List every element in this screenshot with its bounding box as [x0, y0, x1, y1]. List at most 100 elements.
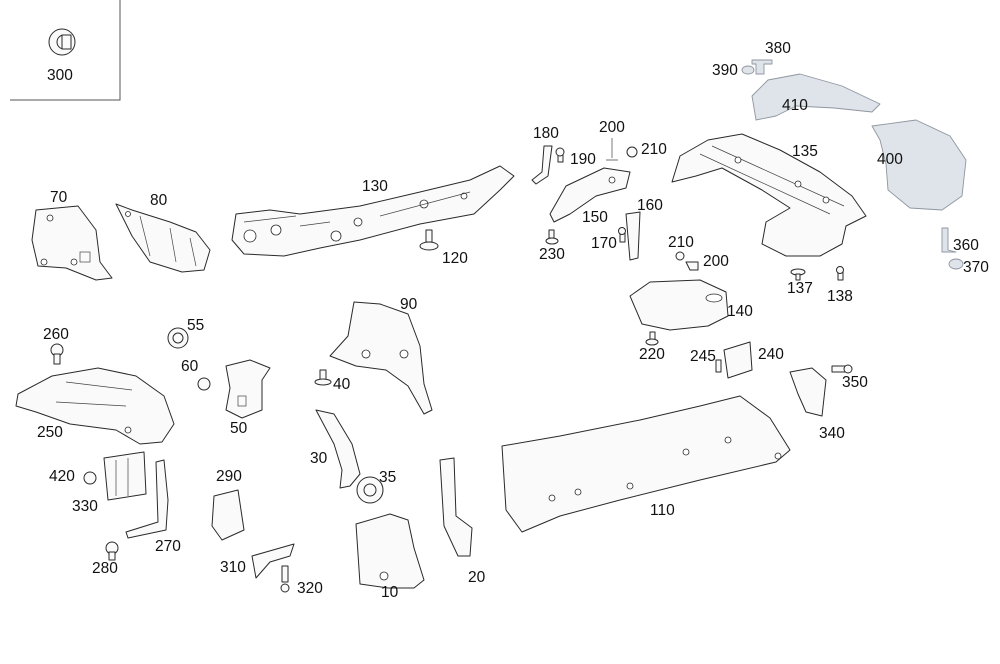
- bracket-icon[interactable]: [439, 457, 473, 557]
- label-340[interactable]: 340: [819, 425, 845, 442]
- bracket-icon[interactable]: [941, 227, 957, 253]
- label-310[interactable]: 310: [220, 559, 246, 576]
- label-130[interactable]: 130: [362, 178, 388, 195]
- bolt-icon[interactable]: [618, 227, 626, 243]
- label-370[interactable]: 370: [963, 259, 989, 276]
- bolt-icon[interactable]: [645, 331, 659, 346]
- label-150[interactable]: 150: [582, 209, 608, 226]
- bracket-icon[interactable]: [789, 367, 827, 417]
- label-160[interactable]: 160: [637, 197, 663, 214]
- bolt-icon[interactable]: [831, 364, 853, 374]
- heat-shield-panel-icon[interactable]: [501, 395, 791, 533]
- bracket-icon[interactable]: [723, 341, 753, 379]
- label-60[interactable]: 60: [181, 358, 199, 375]
- bolt-icon[interactable]: [715, 359, 722, 373]
- heat-shield-icon[interactable]: [115, 203, 211, 273]
- label-35[interactable]: 35: [379, 469, 396, 486]
- bracket-icon[interactable]: [751, 59, 773, 75]
- label-90[interactable]: 90: [400, 296, 418, 313]
- label-138[interactable]: 138: [827, 288, 853, 305]
- heat-shield-icon[interactable]: [225, 359, 271, 419]
- bracket-icon[interactable]: [606, 138, 618, 161]
- label-55[interactable]: 55: [187, 317, 204, 334]
- label-190[interactable]: 190: [570, 151, 596, 168]
- label-30[interactable]: 30: [310, 450, 328, 467]
- bolt-icon[interactable]: [280, 565, 290, 593]
- heat-shield-icon[interactable]: [211, 489, 245, 541]
- nut-icon[interactable]: [83, 471, 97, 485]
- heat-shield-icon[interactable]: [31, 205, 113, 281]
- label-245[interactable]: 245: [690, 348, 716, 365]
- label-20[interactable]: 20: [468, 569, 486, 586]
- label-250[interactable]: 250: [37, 424, 63, 441]
- label-110[interactable]: 110: [650, 502, 675, 519]
- label-200b[interactable]: 200: [703, 253, 729, 270]
- label-290[interactable]: 290: [216, 468, 242, 485]
- heat-shield-icon[interactable]: [329, 301, 433, 415]
- nut-icon[interactable]: [197, 377, 211, 391]
- label-10[interactable]: 10: [381, 584, 399, 601]
- heat-shield-tunnel-icon[interactable]: [671, 133, 867, 257]
- label-80[interactable]: 80: [150, 192, 168, 209]
- bracket-icon[interactable]: [685, 261, 699, 271]
- label-140[interactable]: 140: [727, 303, 753, 320]
- label-330[interactable]: 330: [72, 498, 98, 515]
- label-410[interactable]: 410: [782, 97, 808, 114]
- label-70[interactable]: 70: [50, 189, 68, 206]
- bolt-icon[interactable]: [314, 369, 332, 386]
- label-137[interactable]: 137: [787, 280, 813, 297]
- grommet-icon[interactable]: [356, 476, 384, 504]
- label-200[interactable]: 200: [599, 119, 625, 136]
- clip-icon[interactable]: [790, 268, 806, 281]
- label-120[interactable]: 120: [442, 250, 468, 267]
- label-300[interactable]: 300: [47, 67, 73, 84]
- nut-icon[interactable]: [948, 258, 964, 270]
- label-400[interactable]: 400: [877, 151, 903, 168]
- heat-shield-icon[interactable]: [355, 513, 425, 589]
- bolt-icon[interactable]: [555, 147, 565, 163]
- heat-shield-tray-icon[interactable]: [629, 279, 729, 331]
- heat-shield-icon[interactable]: [751, 73, 881, 121]
- bolt-icon[interactable]: [50, 343, 64, 365]
- nut-icon[interactable]: [626, 146, 638, 158]
- label-280[interactable]: 280: [92, 560, 118, 577]
- label-170[interactable]: 170: [591, 235, 617, 252]
- heat-shield-rail-icon[interactable]: [231, 165, 515, 257]
- nut-icon[interactable]: [675, 251, 685, 261]
- clip-nut-icon[interactable]: [48, 28, 76, 56]
- label-210b[interactable]: 210: [668, 234, 694, 251]
- label-240[interactable]: 240: [758, 346, 784, 363]
- label-135[interactable]: 135: [792, 143, 818, 160]
- label-320[interactable]: 320: [297, 580, 323, 597]
- bracket-icon[interactable]: [625, 211, 641, 261]
- heat-shield-icon[interactable]: [549, 167, 631, 223]
- label-390[interactable]: 390: [712, 62, 738, 79]
- label-260[interactable]: 260: [43, 326, 69, 343]
- heat-shield-icon[interactable]: [871, 119, 967, 211]
- label-380[interactable]: 380: [765, 40, 791, 57]
- label-420[interactable]: 420: [49, 468, 75, 485]
- heat-shield-icon[interactable]: [15, 367, 175, 445]
- bracket-icon[interactable]: [531, 145, 553, 185]
- grommet-icon[interactable]: [167, 327, 189, 349]
- bolt-icon[interactable]: [105, 541, 119, 561]
- label-360[interactable]: 360: [953, 237, 979, 254]
- bracket-icon[interactable]: [251, 543, 295, 579]
- inset-box-300: [10, 0, 121, 101]
- bracket-icon[interactable]: [103, 451, 147, 501]
- label-210[interactable]: 210: [641, 141, 667, 158]
- bolt-icon[interactable]: [419, 229, 439, 251]
- label-180[interactable]: 180: [533, 125, 559, 142]
- label-270[interactable]: 270: [155, 538, 181, 555]
- bracket-icon[interactable]: [125, 459, 169, 539]
- heat-shield-strip-icon[interactable]: [315, 409, 361, 489]
- bolt-icon[interactable]: [836, 266, 844, 281]
- nut-icon[interactable]: [741, 65, 755, 75]
- label-40[interactable]: 40: [333, 376, 351, 393]
- label-220[interactable]: 220: [639, 346, 665, 363]
- label-230[interactable]: 230: [539, 246, 565, 263]
- bolt-icon[interactable]: [545, 229, 559, 245]
- label-350[interactable]: 350: [842, 374, 868, 391]
- label-50[interactable]: 50: [230, 420, 248, 437]
